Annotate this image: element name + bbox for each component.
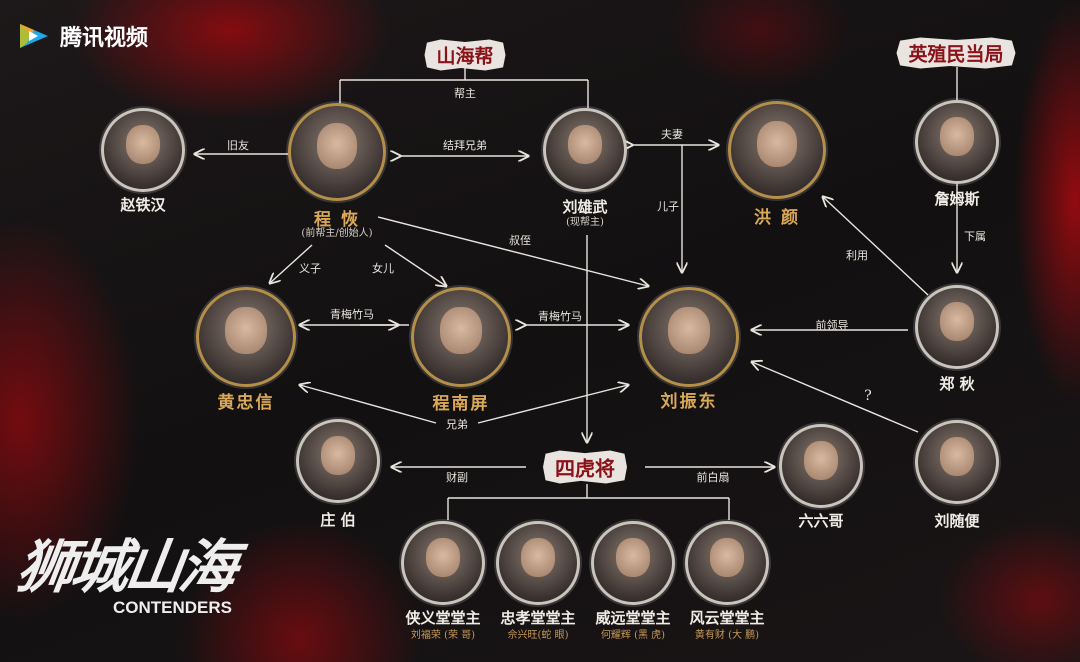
label-bangzhu: 帮主	[454, 87, 476, 100]
name-liuliu: 六六哥	[798, 512, 844, 530]
portrait-liuxw[interactable]	[543, 108, 627, 192]
label-nver: 女儿	[372, 262, 394, 275]
label-erzi: 儿子	[657, 200, 679, 213]
name-huang: 黄忠信	[217, 393, 275, 413]
label-yizi: 义子	[299, 262, 321, 275]
title-t2: 忠孝堂堂主	[500, 609, 576, 627]
portrait-zhuang[interactable]	[296, 419, 380, 503]
label-caifu: 财副	[446, 471, 468, 484]
name-zheng: 郑 秋	[939, 375, 975, 393]
portrait-hong[interactable]	[728, 101, 826, 199]
portrait-zhao[interactable]	[101, 108, 185, 192]
portrait-chengnp[interactable]	[411, 287, 511, 387]
name-zhao: 赵铁汉	[120, 196, 166, 214]
group-colonial: 英殖民当局	[896, 37, 1016, 69]
portrait-t3[interactable]	[591, 521, 675, 605]
portrait-liuliu[interactable]	[779, 424, 863, 508]
portrait-liuzd[interactable]	[639, 287, 739, 387]
tencent-video-logo: 腾讯视频	[16, 20, 148, 52]
name-t2: 佘兴旺(蛇 眼)	[507, 630, 569, 641]
portrait-t4[interactable]	[685, 521, 769, 605]
label-jiebai: 结拜兄弟	[443, 139, 487, 152]
portrait-cheng[interactable]	[288, 103, 386, 201]
group-tigers: 四虎将	[543, 450, 627, 484]
portrait-james[interactable]	[915, 100, 999, 184]
label-unknown: ?	[864, 388, 872, 404]
group-shanhai: 山海帮	[424, 39, 506, 71]
label-xiongdi: 兄弟	[446, 418, 468, 431]
name-t3: 何耀辉 (黑 虎)	[600, 630, 666, 641]
label-xiashu: 下属	[964, 230, 986, 243]
note-liuxw: (现帮主)	[566, 217, 604, 228]
name-t4: 黄有财 (大 鹏)	[694, 630, 760, 641]
title-t3: 威远堂堂主	[595, 609, 671, 627]
name-james: 詹姆斯	[934, 190, 980, 208]
portrait-huang[interactable]	[196, 287, 296, 387]
name-zhuang: 庄 伯	[320, 511, 356, 529]
play-logo-icon	[16, 20, 52, 52]
show-title-cn: 狮城山海	[12, 533, 239, 601]
label-qingmei-2: 青梅竹马	[538, 310, 582, 323]
label-liyong: 利用	[846, 249, 868, 262]
name-hong: 洪 颜	[754, 208, 800, 228]
name-cheng: 程 恢	[314, 210, 360, 230]
portrait-t2[interactable]	[496, 521, 580, 605]
title-t4: 风云堂堂主	[689, 609, 765, 627]
label-qianlingdao: 前领导	[815, 319, 849, 332]
name-chengnp: 程南屏	[432, 394, 490, 414]
portrait-t1[interactable]	[401, 521, 485, 605]
label-jiuyou: 旧友	[227, 139, 249, 152]
portrait-liusb[interactable]	[915, 420, 999, 504]
name-liuzd: 刘振东	[660, 392, 718, 412]
title-t1: 侠义堂堂主	[405, 609, 481, 627]
name-t1: 刘福荣 (荣 哥)	[410, 630, 476, 641]
name-liusb: 刘随便	[934, 512, 980, 530]
note-cheng: (前帮主/创始人)	[301, 228, 373, 239]
show-title-en: CONTENDERS	[113, 598, 233, 617]
show-title-logo: 狮城山海 CONTENDERS	[13, 520, 288, 618]
portrait-zheng[interactable]	[915, 285, 999, 369]
label-qingmei-1: 青梅竹马	[330, 308, 374, 321]
name-liuxw: 刘雄武	[562, 198, 608, 216]
label-shuzhi: 叔侄	[509, 234, 531, 247]
label-fuqi: 夫妻	[661, 128, 683, 141]
label-qianbaishan: 前白扇	[696, 471, 730, 484]
